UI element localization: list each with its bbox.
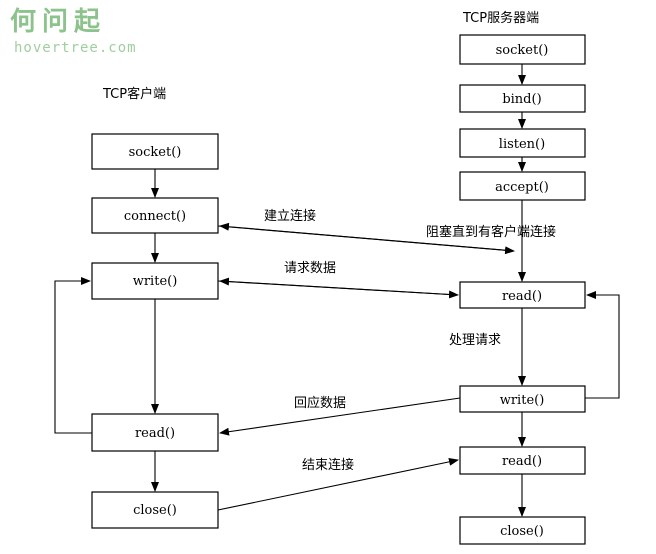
client-read-label: read() xyxy=(135,426,175,441)
client-write-label: write() xyxy=(133,274,178,289)
client-connect-label: connect() xyxy=(124,209,186,224)
client-close-box: close() xyxy=(91,491,219,529)
server-socket-box: socket() xyxy=(459,34,586,65)
server-socket-label: socket() xyxy=(496,43,549,58)
client-socket-box: socket() xyxy=(91,133,219,170)
server-header: TCP服务器端 xyxy=(462,10,539,26)
server-write-box: write() xyxy=(459,385,586,413)
client-close-label: close() xyxy=(133,503,177,518)
arrow-server-loop xyxy=(585,291,620,399)
label-establish: 建立连接 xyxy=(264,208,316,224)
client-socket-label: socket() xyxy=(129,145,182,160)
client-write-box: write() xyxy=(91,262,219,300)
server-read-label: read() xyxy=(502,289,542,304)
watermark-title: 何问起 xyxy=(10,7,106,37)
client-connect-box: connect() xyxy=(91,197,219,234)
server-bind-box: bind() xyxy=(459,84,586,113)
label-block: 阻塞直到有客户端连接 xyxy=(426,224,556,240)
watermark-site: hovertree.com xyxy=(14,40,137,56)
server-listen-label: listen() xyxy=(499,137,545,152)
server-listen-box: listen() xyxy=(459,128,586,158)
client-read-box: read() xyxy=(91,413,219,452)
server-read2-box: read() xyxy=(459,446,586,475)
server-read-box: read() xyxy=(459,281,586,309)
label-process: 处理请求 xyxy=(449,333,501,348)
server-close-label: close() xyxy=(500,524,544,539)
label-request-data: 请求数据 xyxy=(284,261,336,276)
server-write-label: write() xyxy=(500,393,545,408)
arrow-reply-to-client xyxy=(219,397,461,436)
label-reply-data: 回应数据 xyxy=(294,395,346,411)
server-bind-label: bind() xyxy=(502,92,541,107)
server-close-box: close() xyxy=(459,516,586,545)
arrow-close-to-server xyxy=(217,457,459,511)
server-accept-box: accept() xyxy=(459,171,586,201)
server-read2-label: read() xyxy=(502,454,542,469)
label-end-conn: 结束连接 xyxy=(302,457,354,473)
server-accept-label: accept() xyxy=(495,180,549,195)
arrow-client-loop xyxy=(54,277,92,434)
arrow-request-to-client xyxy=(219,277,459,296)
arrow-establish-to-client xyxy=(219,222,515,252)
client-header: TCP客户端 xyxy=(102,86,166,102)
